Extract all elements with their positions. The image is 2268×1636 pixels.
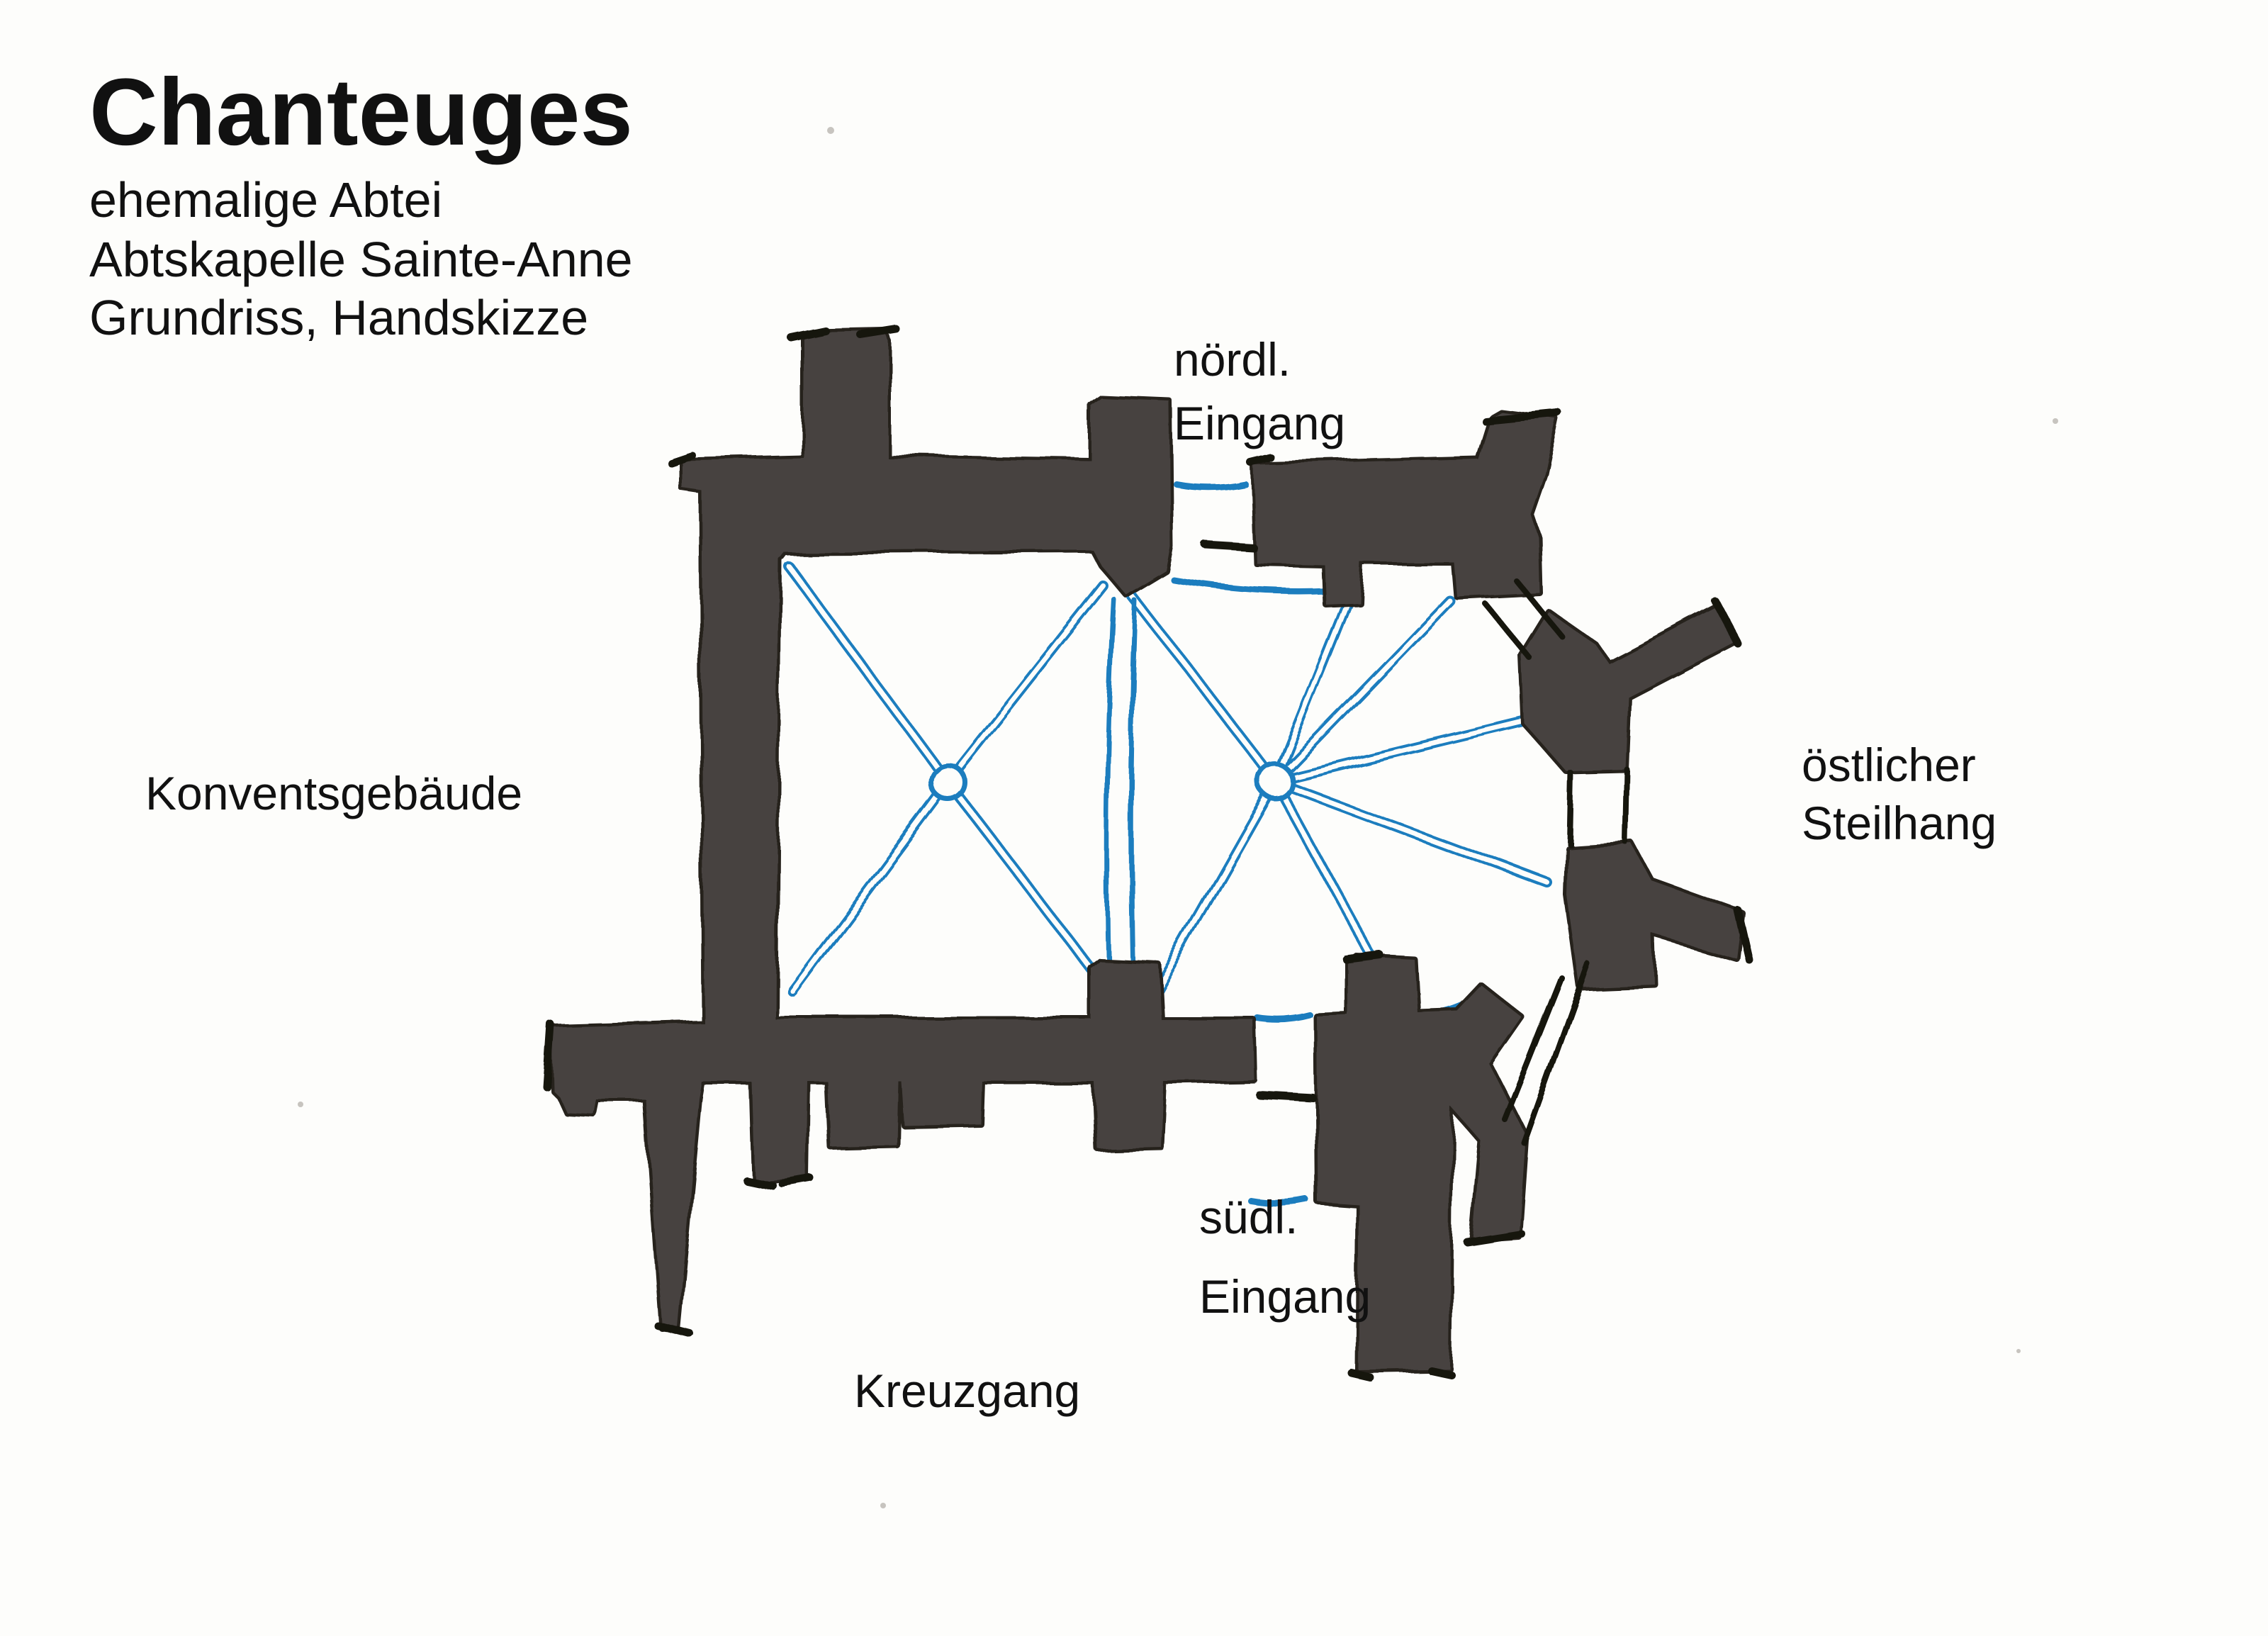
vault-rib-core	[1130, 594, 1279, 785]
wall-refill	[1522, 607, 1735, 771]
south-entrance-arc-outer	[1248, 1197, 1310, 1207]
subtitle-line-3: Grundriss, Handskizze	[89, 290, 588, 345]
label-north-entrance-line2: Eingang	[1174, 397, 1345, 449]
tick	[741, 1175, 777, 1189]
labels: Chanteuges ehemalige Abtei Abtskapelle S…	[89, 60, 1997, 1417]
subtitle-line-2: Abtskapelle Sainte-Anne	[89, 232, 633, 287]
apse-window-jambs	[1483, 578, 1630, 1145]
tick-marks	[543, 325, 1753, 1381]
window-jamb	[1483, 601, 1534, 662]
tick	[1463, 1229, 1525, 1246]
window-jamb	[1503, 975, 1565, 1123]
window-jamb	[1521, 961, 1590, 1145]
label-south-entrance-line2: Eingang	[1199, 1270, 1371, 1323]
transverse-arch-line	[1104, 597, 1117, 975]
page-title: Chanteuges	[89, 60, 633, 165]
scan-speckle	[2053, 418, 2058, 424]
scan-speckle	[2016, 1349, 2021, 1353]
label-north-entrance-line1: nördl.	[1174, 333, 1291, 386]
tick	[1426, 1365, 1454, 1378]
north-entrance-arc-outer	[1173, 480, 1248, 491]
label-cloister: Kreuzgang	[854, 1365, 1080, 1417]
label-east-slope-line1: östlicher	[1802, 739, 1976, 791]
window-jamb	[1623, 767, 1630, 845]
plan-drawing	[543, 325, 1753, 1381]
vault-rib-core	[785, 563, 950, 785]
vault-rib-core	[945, 583, 1106, 785]
tick	[1254, 1090, 1317, 1102]
vault-rib-core	[1155, 779, 1279, 992]
tick	[856, 325, 900, 339]
wall-refill	[553, 330, 1254, 1328]
vault-rib-core	[1273, 598, 1453, 785]
tick	[666, 451, 696, 466]
window-jamb	[1566, 770, 1573, 846]
tick	[778, 1175, 815, 1188]
tick	[543, 1021, 556, 1092]
keystone-west	[928, 762, 967, 802]
tick	[1342, 951, 1385, 964]
label-east-slope-line2: Steilhang	[1802, 797, 1997, 849]
vault-rib-core	[1273, 779, 1551, 886]
south-entrance-arc-inner	[1254, 1012, 1313, 1023]
transverse-arch-line	[1128, 598, 1138, 977]
label-convent-building: Konventsgebäude	[145, 767, 522, 819]
keystone-east	[1256, 762, 1296, 802]
vault-rib-core	[1273, 716, 1539, 785]
vault-rib-core	[1273, 581, 1358, 785]
wall-refill	[1317, 957, 1525, 1369]
vault-ribs	[782, 480, 1554, 1207]
tick	[1246, 453, 1274, 466]
tick	[1347, 1368, 1374, 1381]
scan-speckles	[298, 127, 2058, 1508]
tick	[1481, 410, 1564, 425]
tick	[1711, 597, 1742, 648]
subtitle-line-1: ehemalige Abtei	[89, 172, 442, 228]
tick	[653, 1321, 695, 1338]
tick	[1201, 540, 1257, 551]
scan-speckle	[880, 1503, 886, 1508]
scan-speckle	[298, 1102, 303, 1107]
vault-rib-core	[790, 779, 950, 994]
vault-rib-core	[945, 779, 1110, 992]
label-south-entrance-line1: südl.	[1199, 1191, 1298, 1243]
walls	[549, 327, 1746, 1373]
wall-refill	[1253, 413, 1556, 604]
scan-speckle	[827, 127, 834, 134]
wall-refill	[1566, 844, 1742, 987]
window-jamb	[1514, 578, 1565, 639]
tick	[1734, 906, 1753, 964]
tick	[787, 326, 829, 342]
